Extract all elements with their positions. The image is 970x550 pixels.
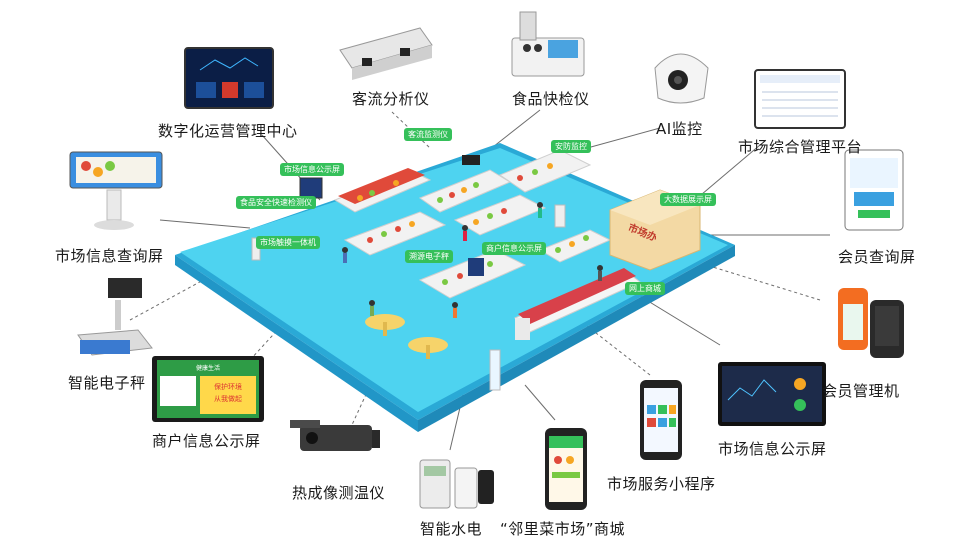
info-kiosk-device (69, 151, 163, 230)
stall-row-1 (333, 168, 432, 213)
label-online-mall: “邻里菜市场”商城 (500, 520, 626, 538)
label-ai-camera: AI监控 (656, 120, 703, 138)
online-mall-phone (545, 428, 587, 510)
tag-trace-scale: 溯源电子秤 (405, 250, 453, 263)
member-machine-device (838, 288, 904, 358)
label-smart-meter: 智能水电 (420, 520, 483, 538)
people-counter-device (339, 27, 433, 80)
tag-security-monitor: 安防监控 (551, 140, 591, 153)
stall-row-4 (343, 211, 447, 256)
label-ops-center: 数字化运营管理中心 (158, 122, 298, 140)
stall-row-5 (453, 194, 547, 236)
smart-meter-device (419, 459, 494, 509)
label-merchant-screen: 商户信息公示屏 (152, 432, 261, 450)
tag-touch-kiosk: 市场触摸一体机 (256, 236, 320, 249)
merchant-screen-device: 保护环境 从我做起 健康生活 (152, 356, 264, 422)
mini-program-phone (640, 380, 682, 460)
label-member-machine: 会员管理机 (822, 382, 900, 400)
market-screen-device (718, 362, 826, 426)
promo-banner-text: 健康生活 (196, 364, 220, 372)
tag-online-shop: 网上商城 (625, 282, 665, 295)
stall-row-3 (498, 149, 592, 193)
label-mgmt-platform: 市场综合管理平台 (738, 138, 863, 156)
label-member-query: 会员查询屏 (838, 248, 916, 266)
label-thermal-camera: 热成像测温仪 (292, 484, 386, 502)
ops-center-screen (184, 47, 274, 109)
label-people-counter: 客流分析仪 (352, 90, 430, 108)
mgmt-platform-laptop (754, 69, 846, 129)
food-tester-device (511, 11, 585, 77)
tag-traffic-monitor: 客流监测仪 (404, 128, 452, 141)
promo-right-text: 从我做起 (214, 394, 242, 403)
promo-left-text: 保护环境 (214, 382, 242, 391)
ai-camera-device (654, 53, 709, 104)
label-smart-scale: 智能电子秤 (68, 374, 146, 392)
tag-merchant-info-screen: 商户信息公示屏 (482, 242, 546, 255)
member-query-device (844, 149, 904, 231)
tag-bigdata-screen: 大数据展示屏 (660, 193, 716, 206)
market-stalls (251, 149, 701, 391)
shoppers (342, 202, 603, 318)
label-market-screen: 市场信息公示屏 (718, 440, 827, 458)
thermal-camera-device (290, 420, 380, 451)
tag-market-info-screen: 市场信息公示屏 (280, 163, 344, 176)
label-food-tester: 食品快检仪 (512, 90, 590, 108)
label-info-kiosk: 市场信息查询屏 (55, 247, 164, 265)
seating-area (365, 314, 448, 359)
smart-scale-device (77, 278, 153, 356)
label-mini-program: 市场服务小程序 (607, 475, 716, 493)
tag-food-safety-check: 食品安全快速检测仪 (236, 196, 316, 209)
